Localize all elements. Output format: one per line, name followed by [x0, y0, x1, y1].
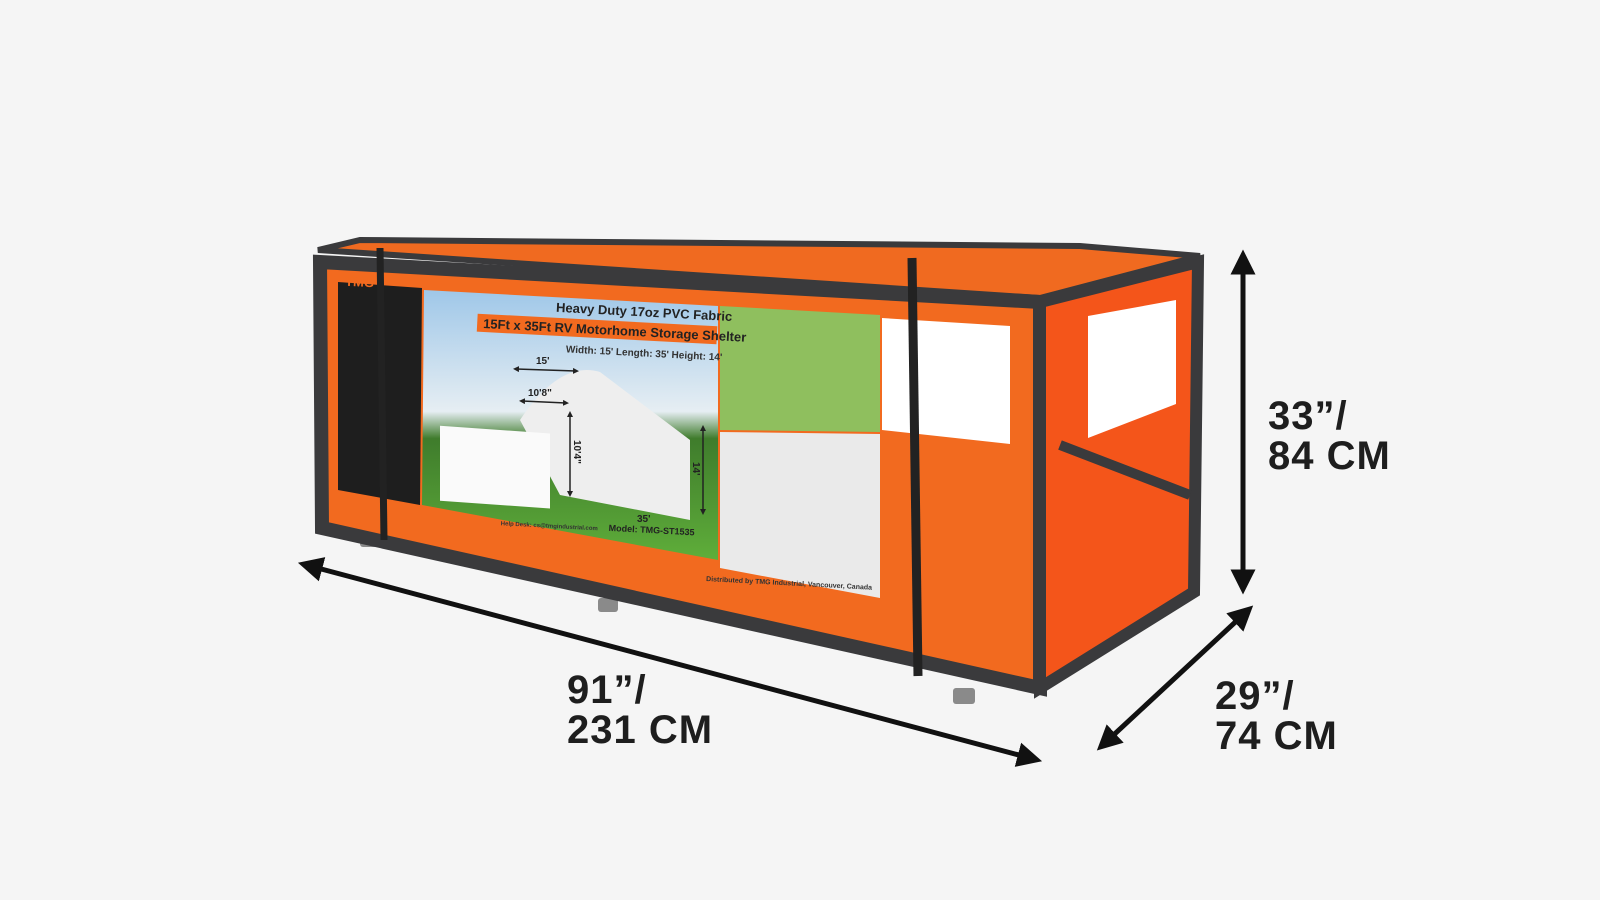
length-dimension: 91”/ 231 CM — [567, 670, 713, 750]
length-arrow — [297, 557, 1043, 767]
depth-imperial: 29”/ — [1215, 674, 1295, 718]
shipping-label-front — [882, 318, 1010, 444]
dim-height-label: 14' — [690, 462, 701, 476]
height-dimension: 33”/ 84 CM — [1268, 396, 1391, 476]
frame-photo — [720, 432, 880, 598]
box-help-desk: Help Desk: cs@tmgindustrial.com — [501, 521, 598, 532]
shelter-dimension-marks — [513, 366, 706, 515]
shelter-photo — [720, 306, 880, 432]
length-metric: 231 CM — [567, 708, 714, 752]
height-imperial: 33”/ — [1268, 394, 1348, 438]
box-brand: TMG — [345, 274, 375, 290]
depth-dimension: 29”/ 74 CM — [1215, 676, 1338, 756]
dim-inner-label: 10'8" — [528, 388, 552, 399]
shipping-label-side — [1088, 300, 1176, 438]
dim-side-label: 10'4" — [571, 440, 582, 464]
depth-metric: 74 CM — [1215, 714, 1338, 758]
depth-arrow — [1096, 605, 1254, 751]
dim-width-label: 15' — [536, 356, 550, 367]
dim-length-label: 35' — [637, 514, 651, 525]
height-metric: 84 CM — [1268, 434, 1391, 478]
length-imperial: 91”/ — [567, 668, 647, 712]
box-model: Model: TMG-ST1535 — [608, 523, 694, 537]
